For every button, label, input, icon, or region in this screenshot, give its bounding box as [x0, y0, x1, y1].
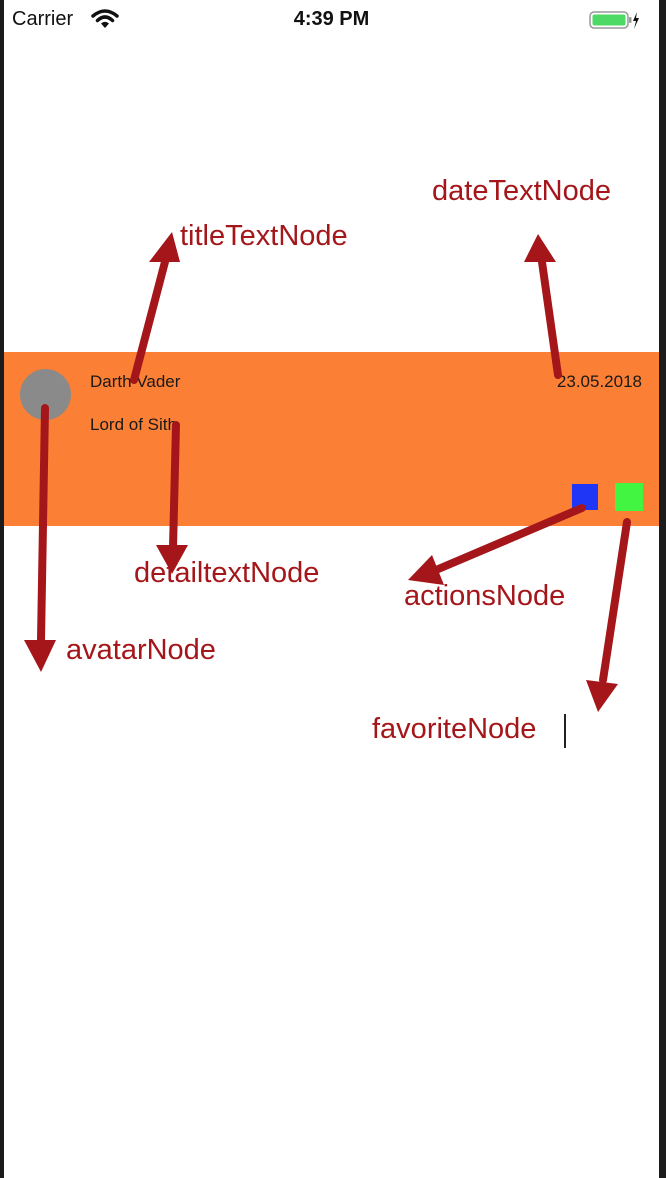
annotation-actions: actionsNode [404, 580, 566, 612]
arrowhead-avatar [24, 640, 56, 672]
arrowhead-title [149, 232, 180, 262]
annotation-favorite: favoriteNode [372, 713, 537, 745]
wifi-icon [91, 9, 119, 28]
annotation-date: dateTextNode [432, 175, 611, 207]
arrow-detail [169, 421, 180, 552]
status-time: 4:39 PM [293, 8, 370, 30]
detail-text: Lord of Sith [90, 415, 177, 434]
date-text: 23.05.2018 [556, 372, 642, 391]
arrow-favorite [599, 518, 631, 684]
arrowhead-favorite [586, 680, 618, 712]
arrowhead-detail [156, 545, 188, 574]
annotation-arrows [24, 232, 631, 712]
annotation-layer: titleTextNode dateTextNode detailtextNod… [4, 0, 659, 1178]
arrow-avatar [37, 404, 49, 644]
annotation-detail: detailtextNode [134, 557, 320, 589]
text-cursor [564, 714, 566, 748]
carrier-label: Carrier [12, 8, 74, 30]
conversation-cell[interactable]: Darth Vader Lord of Sith 23.05.2018 [4, 352, 659, 526]
status-bar: Carrier 4:39 PM [4, 0, 659, 40]
arrow-actions [432, 504, 586, 574]
favorite-button[interactable] [615, 483, 643, 511]
arrowhead-date [524, 234, 556, 262]
annotation-avatar: avatarNode [66, 634, 216, 666]
arrow-date [538, 258, 562, 379]
arrow-title [130, 254, 170, 384]
annotation-title: titleTextNode [180, 220, 348, 252]
phone-screen: Carrier 4:39 PM Darth Vader Lord of Sith… [4, 0, 659, 1178]
arrowhead-actions [408, 555, 444, 585]
battery-icon [589, 11, 639, 29]
